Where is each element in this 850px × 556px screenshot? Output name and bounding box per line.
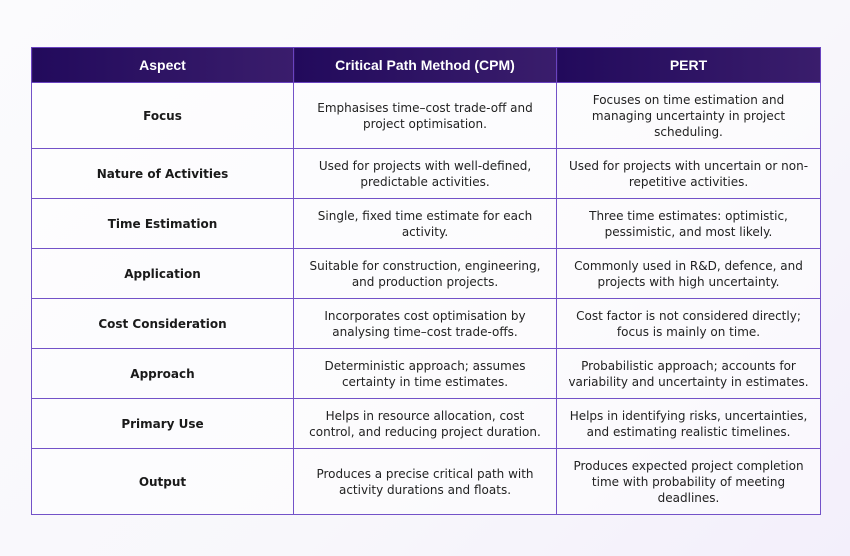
cpm-cell: Incorporates cost optimisation by analys…: [293, 298, 557, 349]
aspect-cell: Focus: [31, 82, 294, 149]
pert-cell: Three time estimates: optimistic, pessim…: [556, 198, 821, 249]
pert-cell: Focuses on time estimation and managing …: [556, 82, 821, 149]
cpm-cell: Emphasises time–cost trade-off and proje…: [293, 82, 557, 149]
aspect-cell: Cost Consideration: [31, 298, 294, 349]
pert-cell: Produces expected project completion tim…: [556, 448, 821, 515]
pert-cell: Used for projects with uncertain or non-…: [556, 148, 821, 199]
pert-cell: Probabilistic approach; accounts for var…: [556, 348, 821, 399]
cpm-cell: Suitable for construction, engineering, …: [293, 248, 557, 299]
header-aspect: Aspect: [31, 47, 294, 83]
header-pert: PERT: [556, 47, 821, 83]
aspect-cell: Output: [31, 448, 294, 515]
pert-cell: Helps in identifying risks, uncertaintie…: [556, 398, 821, 449]
cpm-cell: Deterministic approach; assumes certaint…: [293, 348, 557, 399]
aspect-cell: Primary Use: [31, 398, 294, 449]
cpm-cell: Single, fixed time estimate for each act…: [293, 198, 557, 249]
pert-cell: Cost factor is not considered directly; …: [556, 298, 821, 349]
aspect-cell: Application: [31, 248, 294, 299]
cpm-cell: Helps in resource allocation, cost contr…: [293, 398, 557, 449]
comparison-table: Aspect Critical Path Method (CPM) PERT F…: [31, 47, 821, 515]
header-row: Aspect Critical Path Method (CPM) PERT: [31, 47, 821, 83]
header-cpm: Critical Path Method (CPM): [293, 47, 557, 83]
aspect-cell: Approach: [31, 348, 294, 399]
aspect-cell: Nature of Activities: [31, 148, 294, 199]
cpm-cell: Produces a precise critical path with ac…: [293, 448, 557, 515]
pert-cell: Commonly used in R&D, defence, and proje…: [556, 248, 821, 299]
cpm-cell: Used for projects with well-defined, pre…: [293, 148, 557, 199]
aspect-cell: Time Estimation: [31, 198, 294, 249]
